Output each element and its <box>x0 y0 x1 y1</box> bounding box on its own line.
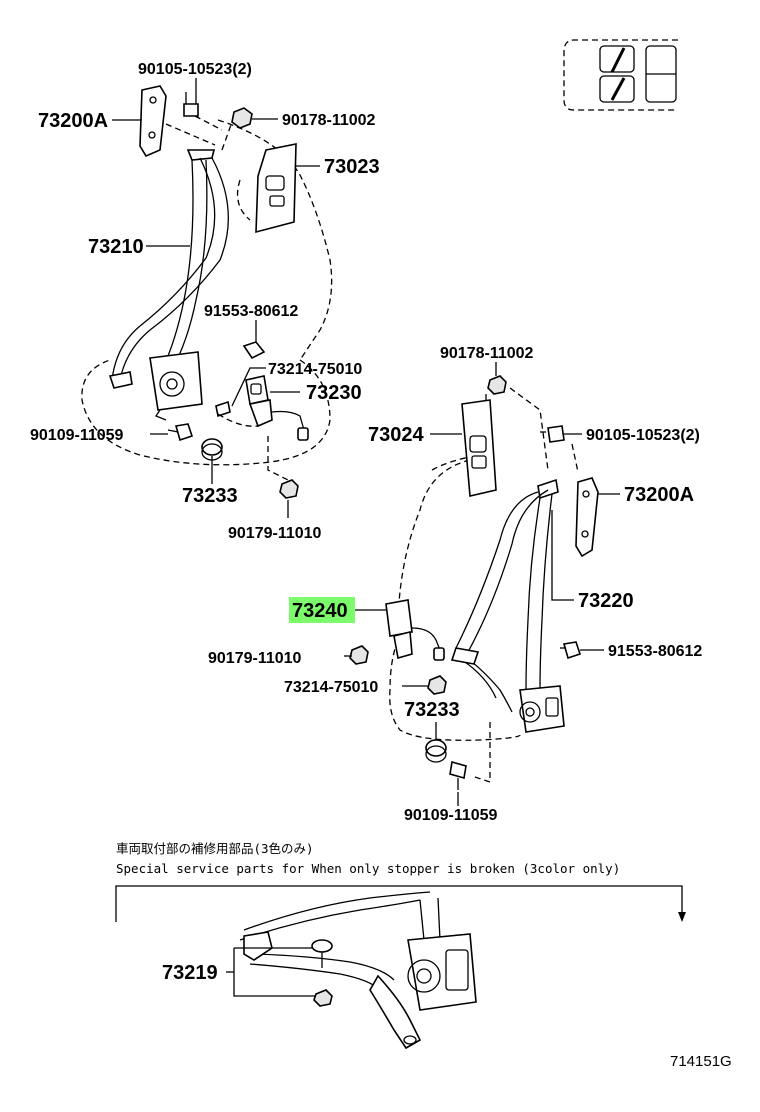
label-stopper: 73219 <box>162 962 218 984</box>
note-english: Special service parts for When only stop… <box>116 861 620 876</box>
belt-left <box>108 149 229 389</box>
washer-right <box>427 675 447 695</box>
label-cover-right: 73024 <box>368 424 424 446</box>
label-cover-left: 73023 <box>324 156 380 178</box>
label-bolt-upper-left: 90105-10523(2) <box>138 61 252 78</box>
highlight-box <box>289 597 355 623</box>
label-bolt-right-mid: 91553-80612 <box>608 643 702 660</box>
buckle-left <box>215 375 309 441</box>
belt-right <box>450 478 559 713</box>
label-bolt-left-mid: 91553-80612 <box>204 303 298 320</box>
label-nut-right-mid: 90179-11010 <box>208 650 302 667</box>
label-belt-right: 73220 <box>578 590 634 612</box>
label-nut-upper-left: 90178-11002 <box>282 112 376 129</box>
label-spacer-left: 73233 <box>182 485 238 507</box>
label-anchor-upper-left: 73200A <box>38 110 108 132</box>
right-seat-assembly <box>349 375 599 790</box>
label-bolt-right-low: 90109-11059 <box>404 807 498 824</box>
label-belt-left: 73210 <box>88 236 144 258</box>
nut-upper-right <box>487 375 507 395</box>
bolt-upper-left <box>183 92 199 117</box>
bolt-upper-right <box>540 425 565 443</box>
bolt-left-low <box>167 423 194 442</box>
label-washer-left: 73214-75010 <box>268 361 362 378</box>
label-spacer-right: 73233 <box>404 699 460 721</box>
label-nut-upper-right: 90178-11002 <box>440 345 534 362</box>
bolt-left-mid <box>242 330 266 360</box>
retractor-left <box>149 351 203 421</box>
service-note: 車両取付部の補修用部品(3色のみ) Special service parts … <box>115 841 686 922</box>
nut-left-low <box>279 479 299 499</box>
retractor-right <box>519 685 565 733</box>
cover-left <box>255 143 297 234</box>
label-bolt-left-low: 90109-11059 <box>30 427 124 444</box>
note-japanese: 車両取付部の補修用部品(3色のみ) <box>116 841 314 856</box>
label-buckle-right[interactable]: 73240 <box>292 600 348 622</box>
bolt-right-mid <box>560 641 582 660</box>
stopper-detail: 73219 <box>162 891 477 1050</box>
left-seat-assembly <box>81 85 333 499</box>
diagram-code: 714151G <box>670 1053 732 1070</box>
nut-right-mid <box>349 645 369 665</box>
arrow-down-icon <box>678 912 686 922</box>
bolt-right-low <box>449 760 467 790</box>
label-buckle-left: 73230 <box>306 382 362 404</box>
label-nut-left-low: 90179-11010 <box>228 525 322 542</box>
nut-upper-left <box>231 107 253 129</box>
label-anchor-upper-right: 73200A <box>624 484 694 506</box>
upper-anchor-right <box>575 477 599 558</box>
leader-lines <box>112 78 620 806</box>
spacer-right <box>425 739 447 763</box>
label-washer-right: 73214-75010 <box>284 679 378 696</box>
cover-right <box>461 399 497 497</box>
buckle-right <box>385 599 445 661</box>
label-bolt-upper-right: 90105-10523(2) <box>586 427 700 444</box>
part-labels: 90105-10523(2) 73200A 90178-11002 73023 … <box>30 61 702 824</box>
upper-anchor-left <box>139 85 167 158</box>
vehicle-locator-icon <box>563 39 678 111</box>
